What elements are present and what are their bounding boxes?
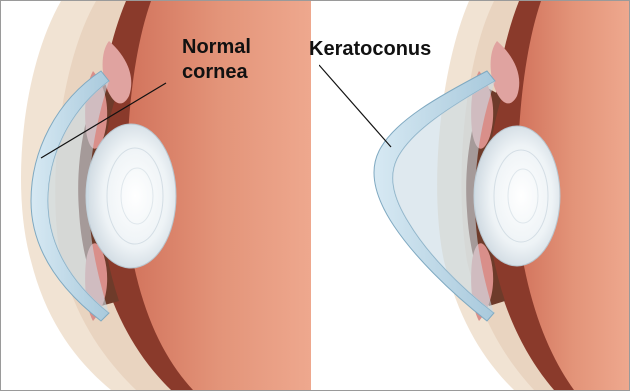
keratoconus-label: Keratoconus [309,37,431,62]
keratoconus-pointer [319,65,391,147]
normal-eye-panel [1,1,311,390]
normal-cornea-label: Normal cornea [182,35,251,85]
normal-cornea-label-line2: cornea [182,60,251,85]
normal-eye-illustration [1,1,311,390]
normal-cornea-label-line1: Normal [182,35,251,60]
